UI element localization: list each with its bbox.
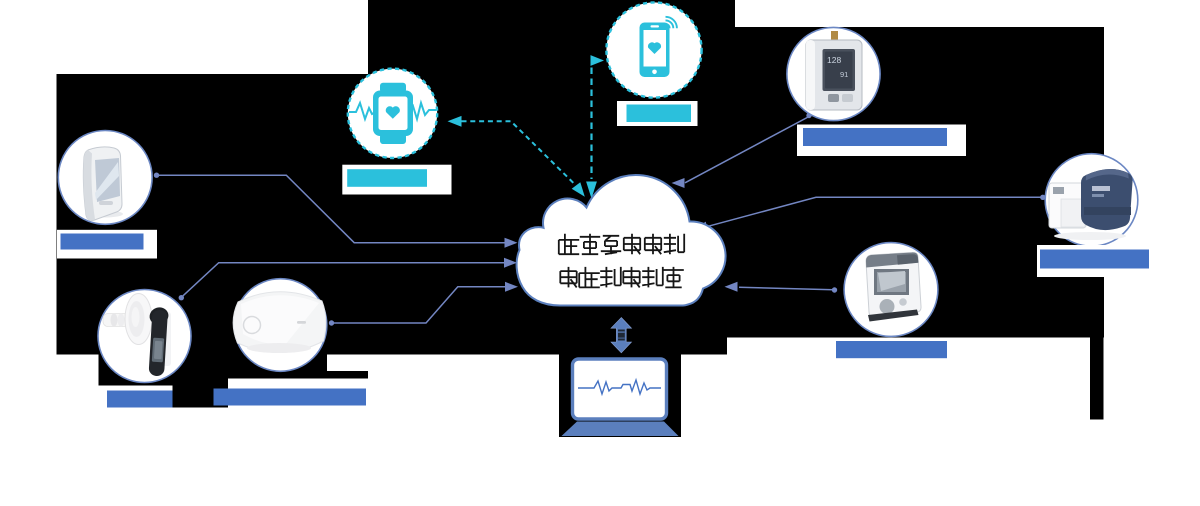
svg-text:128: 128 [827,55,841,65]
svg-text:91: 91 [840,70,848,79]
